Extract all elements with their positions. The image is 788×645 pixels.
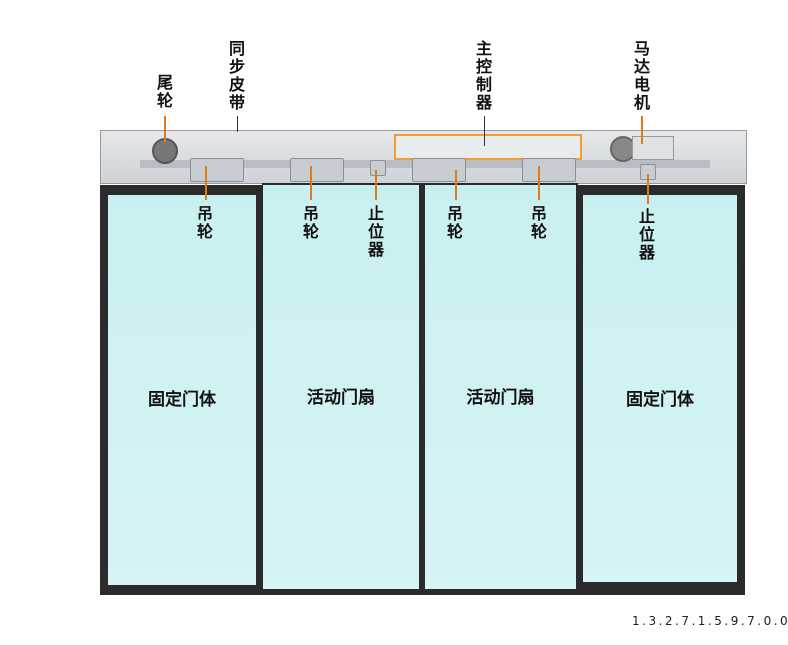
label-hanger-wheel: 吊轮 <box>196 204 213 241</box>
hanger-part <box>522 158 576 182</box>
label-hanger-wheel: 吊轮 <box>302 204 319 241</box>
tail-wheel-part <box>152 138 178 164</box>
label-stopper: 止位器 <box>367 204 384 259</box>
label-stopper: 止位器 <box>638 207 655 262</box>
panel-label: 固定门体 <box>148 390 216 410</box>
leader-line <box>484 116 485 146</box>
leader-line <box>375 170 377 200</box>
main-controller-box <box>394 134 582 160</box>
label-hanger-wheel: 吊轮 <box>446 204 463 241</box>
fixed-panel-left: 固定门体 <box>100 185 262 595</box>
leader-line <box>310 166 312 200</box>
fixed-panel-right: 固定门体 <box>578 185 745 595</box>
label-sync-belt: 同步皮带 <box>228 39 245 112</box>
sliding-panel-left: 活动门扇 <box>262 183 422 595</box>
leader-line <box>164 116 166 142</box>
label-motor: 马达电机 <box>633 39 650 112</box>
panel-label: 活动门扇 <box>466 388 535 408</box>
leader-line <box>641 116 643 144</box>
watermark-number: 1.3.2.7.1.5.9.7.0.0.0 <box>632 614 788 628</box>
hanger-part <box>290 158 344 182</box>
label-tail-wheel: 尾轮 <box>156 73 173 110</box>
panel-label: 固定门体 <box>626 390 694 410</box>
hanger-part <box>190 158 244 182</box>
leader-line <box>455 170 457 200</box>
leader-line <box>205 166 207 200</box>
leader-line <box>237 116 238 132</box>
hanger-part <box>412 158 466 182</box>
leader-line <box>647 174 649 204</box>
panel-label: 活动门扇 <box>307 388 375 408</box>
stopper-part <box>370 160 386 176</box>
label-hanger-wheel: 吊轮 <box>530 204 547 241</box>
leader-line <box>538 166 540 200</box>
sliding-panel-right: 活动门扇 <box>422 183 578 595</box>
label-main-controller: 主控制器 <box>475 39 492 112</box>
motor-body <box>632 136 674 160</box>
